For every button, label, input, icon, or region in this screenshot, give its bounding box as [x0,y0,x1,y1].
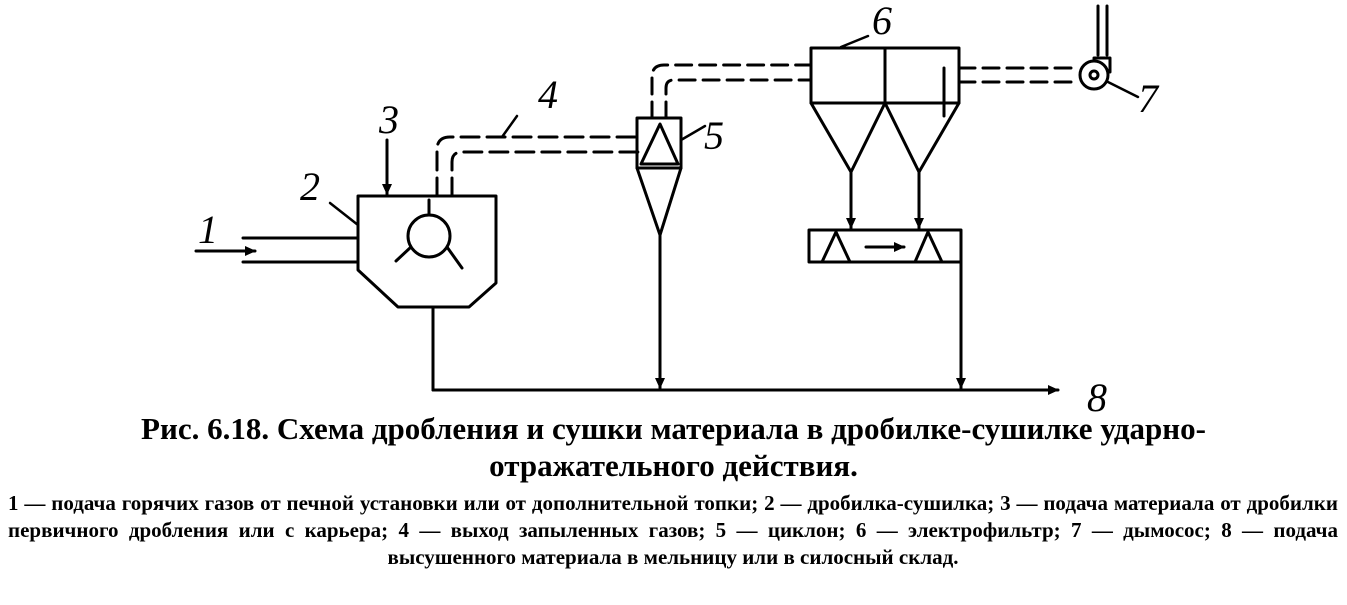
crusher-dryer [356,194,498,309]
caption-line-1: Рис. 6.18. Схема дробления и сушки матер… [141,411,1206,446]
hot-gas-inlet [194,236,360,264]
label-8: 8 [1087,375,1107,420]
cyclone [635,116,683,237]
dried-material-line [431,233,1060,395]
electrofilter [809,46,961,230]
process-diagram: 1 2 3 4 5 6 7 8 [194,0,1160,420]
label-3: 3 [378,97,399,142]
label-7: 7 [1138,76,1160,121]
label-1: 1 [198,207,218,252]
caption-line-2: отражательного действия. [489,448,858,483]
cyclone-to-filter-duct [650,63,813,120]
figure-caption: Рис. 6.18. Схема дробления и сушки матер… [0,410,1347,484]
label-6: 6 [872,0,892,43]
screw-conveyor [807,228,963,264]
dusty-gas-duct [435,135,642,198]
label-2: 2 [300,164,320,209]
figure-legend: 1 — подача горячих газов от печной устан… [8,491,1338,569]
label-leaders [328,34,1140,227]
label-5: 5 [704,113,724,158]
smoke-exhauster [1078,4,1112,91]
filter-to-fan-duct [957,66,1081,84]
label-4: 4 [538,72,558,117]
